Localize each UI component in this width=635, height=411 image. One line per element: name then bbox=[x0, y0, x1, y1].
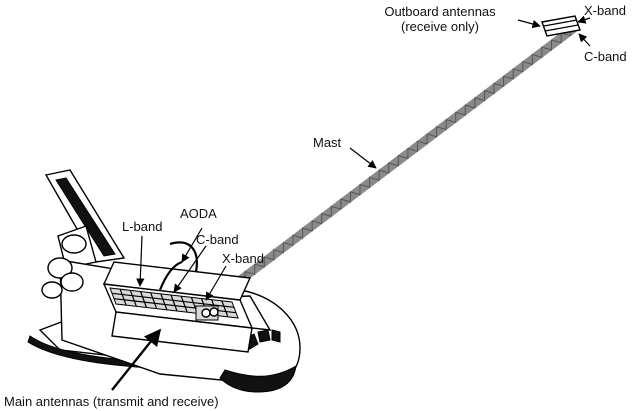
x-band-label: X-band bbox=[222, 251, 264, 266]
bay-grid-line bbox=[111, 292, 235, 308]
bay-grid-line bbox=[180, 295, 188, 313]
outboard-x-band-label: X-band bbox=[584, 3, 626, 18]
leader-lines bbox=[111, 15, 591, 391]
outboard-antenna-panel bbox=[541, 15, 581, 37]
main-antennas-label: Main antennas (transmit and receive) bbox=[4, 394, 219, 409]
mast-label: Mast bbox=[313, 135, 342, 150]
l-band-label: L-band bbox=[122, 219, 162, 234]
bay-grid-line bbox=[170, 294, 178, 312]
bay-grid-line bbox=[129, 290, 137, 307]
outboard-c-band-label: C-band bbox=[584, 49, 627, 64]
outboard-antennas-sublabel: (receive only) bbox=[401, 19, 479, 34]
bay-grid-line bbox=[160, 293, 168, 311]
c-band-label: C-band bbox=[196, 232, 239, 247]
bay-grid-line bbox=[119, 288, 127, 306]
aoda-label: AODA bbox=[180, 206, 217, 221]
payload-bay bbox=[102, 260, 254, 353]
bay-grid-line bbox=[150, 292, 158, 309]
bay-grid-line bbox=[221, 300, 229, 318]
shuttle-tail bbox=[44, 169, 126, 269]
outboard-antennas-label: Outboard antennas bbox=[384, 4, 496, 19]
mast bbox=[211, 24, 577, 304]
bay-grid-line bbox=[139, 291, 148, 308]
